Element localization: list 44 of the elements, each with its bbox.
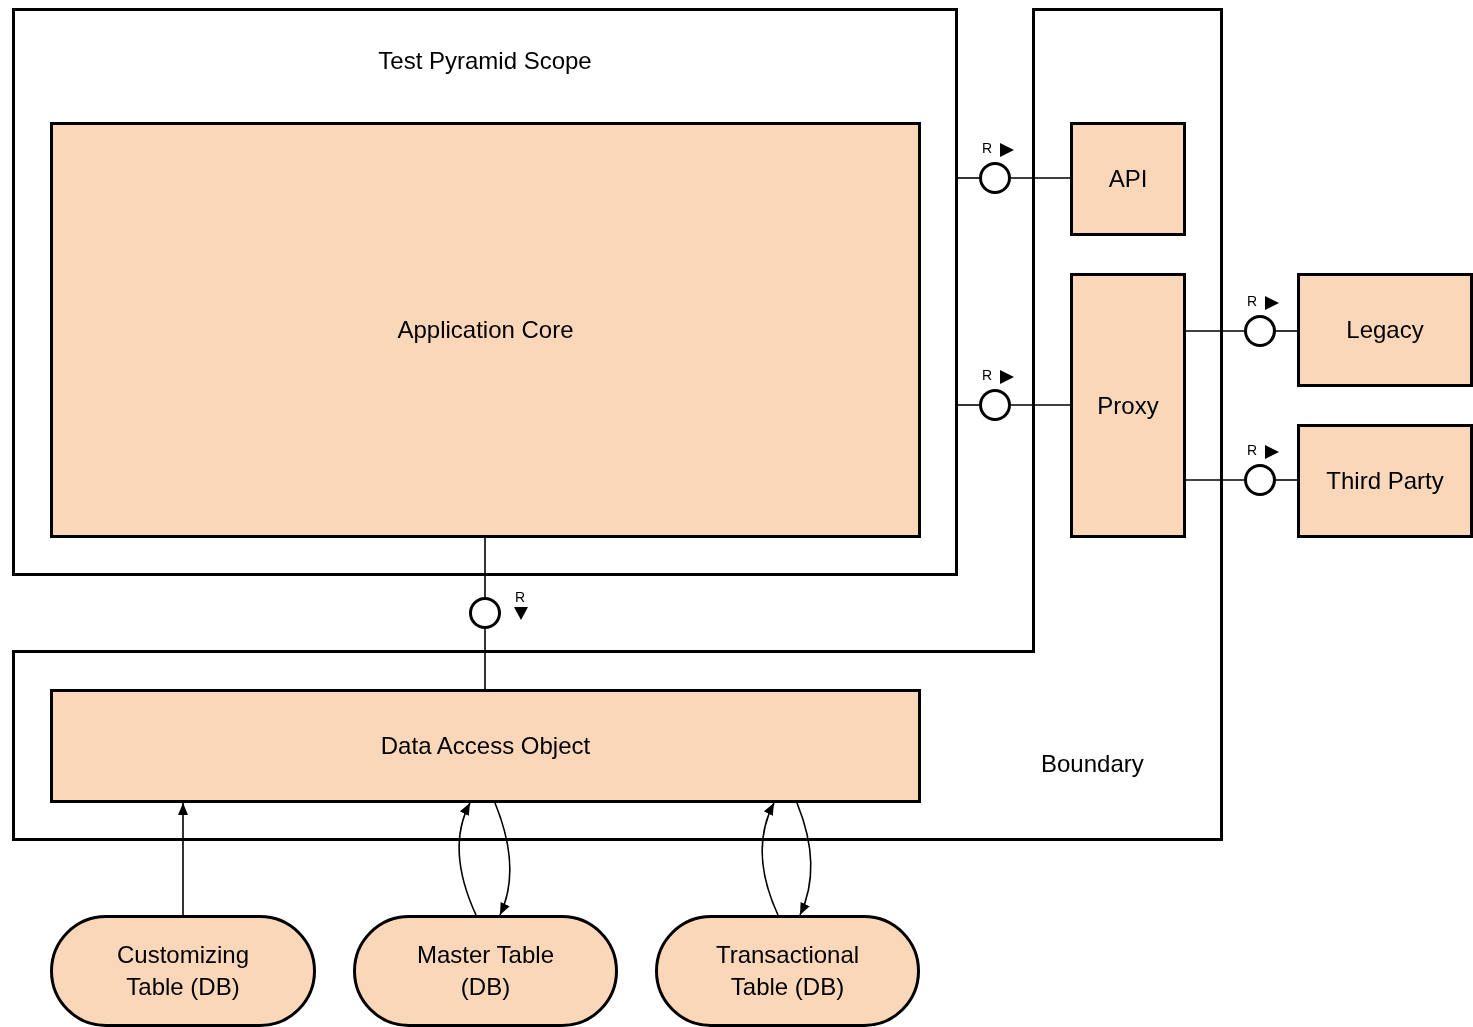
connector-line: [1275, 330, 1298, 332]
connector-line: [1185, 479, 1245, 481]
node-label: Third Party: [1326, 466, 1444, 496]
channel-circle: [979, 389, 1011, 421]
node-label: Data Access Object: [380, 731, 591, 761]
component-box: [1297, 424, 1473, 538]
node-label: Proxy: [1097, 390, 1159, 421]
arrow: [796, 802, 812, 916]
channel-label: R: [515, 589, 526, 605]
component-box: [1297, 273, 1473, 387]
arrow: [494, 802, 511, 916]
node-label: Master Table (DB): [416, 940, 555, 1002]
component-box: [50, 689, 921, 803]
node-label: Boundary: [1041, 749, 1144, 779]
channel-label: R: [982, 140, 993, 156]
channel-label: R: [982, 367, 993, 383]
channel-circle: [1244, 464, 1276, 496]
channel-label: R: [1247, 293, 1258, 309]
node-label: API: [1108, 164, 1148, 194]
component-box: [1070, 273, 1186, 538]
channel-circle: [1244, 315, 1276, 347]
connector-line: [484, 628, 486, 690]
connector-line: [1275, 479, 1298, 481]
channel-circle: [469, 597, 501, 629]
scope-frame: [12, 8, 958, 576]
arrow: [178, 802, 188, 916]
connector-line: [1185, 330, 1245, 332]
connector-line: [1010, 177, 1071, 179]
boundary-frame: [12, 8, 1223, 841]
channel-label: R: [1247, 442, 1258, 458]
node-label: Legacy: [1346, 315, 1424, 345]
channel-circle: [979, 162, 1011, 194]
component-box: [1070, 122, 1186, 236]
connector-line: [957, 404, 980, 406]
connector-line: [1010, 404, 1071, 406]
node-label: Customizing Table (DB): [115, 940, 250, 1002]
arrow: [458, 802, 477, 916]
node-label: Transactional Table (DB): [714, 940, 861, 1002]
node-label: Application Core: [397, 315, 574, 345]
component-box: [50, 122, 921, 538]
node-label: Test Pyramid Scope: [378, 46, 592, 76]
connector-line: [957, 177, 980, 179]
arrow: [761, 802, 779, 916]
connector-line: [484, 537, 486, 598]
